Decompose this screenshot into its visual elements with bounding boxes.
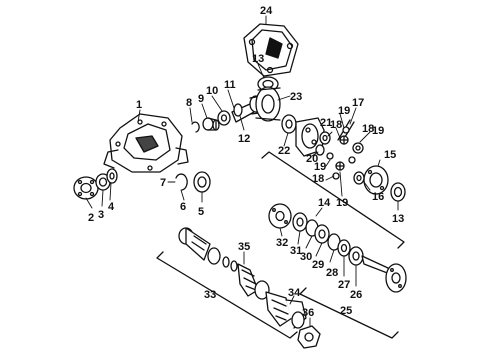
callout-30: 30 xyxy=(300,251,312,263)
callout-31: 31 xyxy=(290,245,302,257)
rear-cover xyxy=(243,23,299,77)
pinion-washer-small xyxy=(326,126,356,180)
side-gear-16 xyxy=(353,171,365,185)
callout-2: 2 xyxy=(88,212,94,224)
bracket-line-25 xyxy=(299,287,399,339)
callout-23: 23 xyxy=(290,91,302,103)
callout-28: 28 xyxy=(326,267,338,279)
axle-seal-31 xyxy=(292,212,308,232)
callout-14: 14 xyxy=(318,197,331,209)
callout-27: 27 xyxy=(338,279,350,291)
callout-36: 36 xyxy=(302,307,314,319)
callout-19-bottom: 19 xyxy=(336,197,348,209)
callout-34: 34 xyxy=(288,287,301,299)
callout-16: 16 xyxy=(372,191,384,203)
shaft-clips xyxy=(222,256,238,272)
callout-7: 7 xyxy=(160,177,166,189)
callout-26: 26 xyxy=(350,289,362,301)
callout-8: 8 xyxy=(186,97,192,109)
callout-25: 25 xyxy=(340,305,352,317)
side-gear-21 xyxy=(319,131,331,145)
bracket-line-14 xyxy=(261,151,405,249)
pinion-shim-12 xyxy=(233,103,243,117)
callout-5: 5 xyxy=(198,206,204,218)
side-bearing-22 xyxy=(281,114,297,134)
leader-lines xyxy=(85,15,399,327)
callout-12: 12 xyxy=(238,133,250,145)
callout-32: 32 xyxy=(276,237,288,249)
callout-4: 4 xyxy=(108,201,115,213)
callout-18-right: 18 xyxy=(362,123,374,135)
callout-35: 35 xyxy=(238,241,250,253)
callout-18-lower: 18 xyxy=(312,173,324,185)
hub-nut-36 xyxy=(297,325,321,349)
pinion-clip-8 xyxy=(191,121,200,133)
axle-seal-26 xyxy=(348,246,364,266)
callout-13-lower: 13 xyxy=(392,213,404,225)
callout-19-right: 19 xyxy=(372,125,384,137)
bearing-ring-13-lower xyxy=(390,182,406,202)
callout-19-upper: 19 xyxy=(338,105,350,117)
bracket-line-33 xyxy=(156,251,298,339)
companion-flange xyxy=(73,176,99,200)
snap-ring-7 xyxy=(175,173,188,191)
cv-boot-35 xyxy=(237,263,259,297)
case-half-15 xyxy=(363,165,389,195)
side-oil-seal xyxy=(193,171,211,193)
pinion-mate-gear-lower xyxy=(335,161,345,171)
callout-1: 1 xyxy=(136,99,142,111)
callout-9: 9 xyxy=(198,93,204,105)
axle-bearing-29 xyxy=(314,224,330,244)
ring-gear xyxy=(255,86,281,122)
cv-joint-inner xyxy=(178,227,221,265)
callout-6: 6 xyxy=(180,201,186,213)
callout-33: 33 xyxy=(204,289,216,301)
callout-15: 15 xyxy=(384,149,396,161)
callout-22: 22 xyxy=(278,145,290,157)
callout-20: 20 xyxy=(306,153,318,165)
axle-flange-32 xyxy=(268,203,292,229)
pinion-mate-gear-right xyxy=(352,142,364,154)
axle-collar-27 xyxy=(337,239,351,257)
axle-shaft-25 xyxy=(361,255,407,293)
front-washer xyxy=(106,168,118,184)
pinion-bearing-10 xyxy=(217,110,231,126)
callout-29: 29 xyxy=(312,259,324,271)
callout-21: 21 xyxy=(320,117,332,129)
callout-19-mid: 19 xyxy=(314,161,326,173)
callout-11: 11 xyxy=(224,79,236,91)
pinion-spacer-9 xyxy=(202,117,220,131)
callout-13-upper: 13 xyxy=(252,53,264,65)
callout-24: 24 xyxy=(260,5,273,17)
cv-joint-outer-34 xyxy=(254,280,307,329)
callout-17: 17 xyxy=(352,97,364,109)
differential-carrier xyxy=(103,113,189,173)
callout-10: 10 xyxy=(206,85,218,97)
callout-18-upper: 18 xyxy=(330,119,342,131)
callout-3: 3 xyxy=(98,209,104,221)
pinion-mate-gear-upper xyxy=(339,135,349,145)
